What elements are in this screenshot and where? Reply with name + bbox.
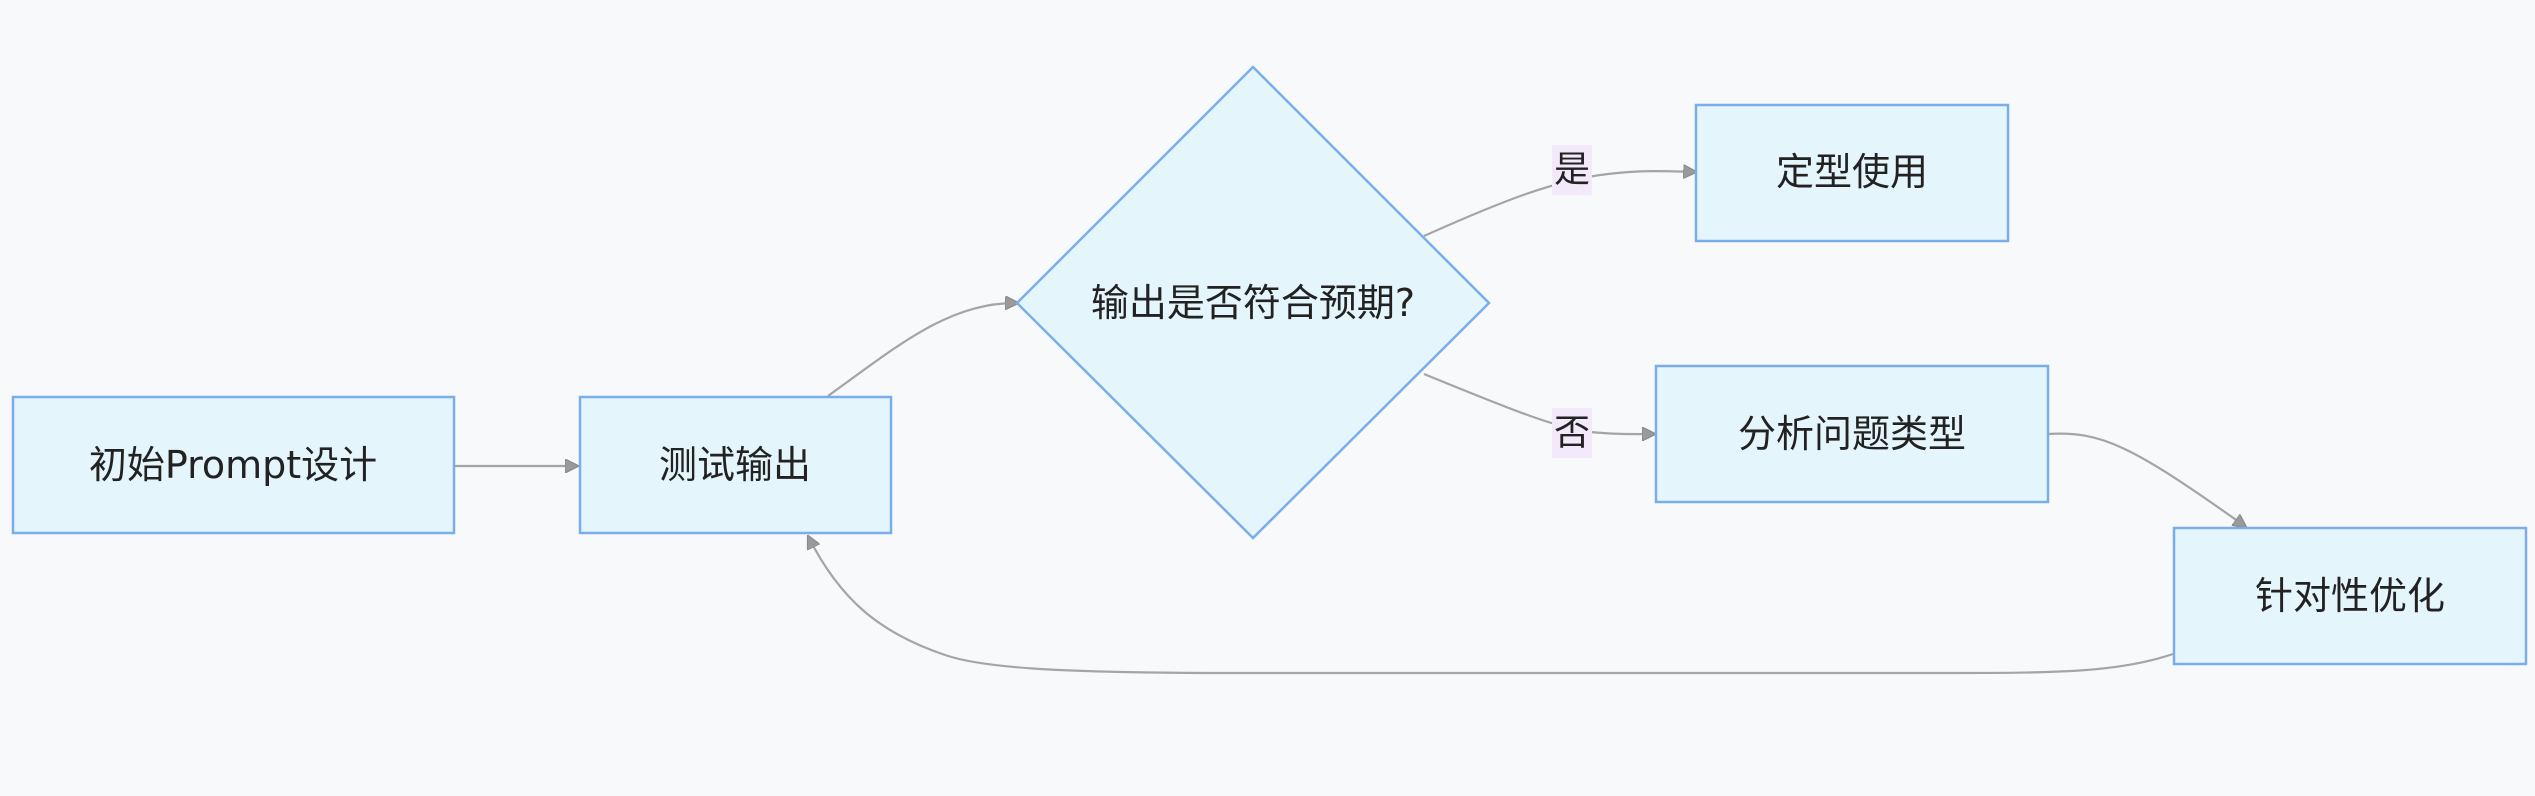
node-start-label: 初始Prompt设计 (89, 443, 377, 487)
node-start: 初始Prompt设计 (11, 395, 456, 535)
node-analyze-label: 分析问题类型 (1738, 412, 1966, 456)
node-decision: 输出是否符合预期? (1015, 65, 1491, 540)
edge-optimize-to-test (808, 536, 2174, 675)
edge-test-to-decision (827, 303, 1018, 397)
node-test: 测试输出 (578, 395, 893, 535)
node-optimize: 针对性优化 (2172, 526, 2528, 666)
node-finalize-label: 定型使用 (1776, 150, 1928, 194)
edge-label-yes-text: 是 (1554, 150, 1590, 191)
edge-label-no: 否 (1552, 408, 1592, 458)
node-decision-label: 输出是否符合预期? (1091, 281, 1415, 325)
node-finalize: 定型使用 (1694, 103, 2010, 243)
edge-decision-to-analyze (1423, 372, 1655, 434)
node-analyze: 分析问题类型 (1654, 364, 2050, 504)
edge-label-yes: 是 (1552, 145, 1592, 195)
node-test-label: 测试输出 (659, 443, 811, 487)
edge-analyze-to-optimize (2047, 432, 2246, 527)
edge-label-no-text: 否 (1554, 413, 1590, 454)
edge-decision-to-finalize (1423, 171, 1696, 238)
edges (455, 171, 2246, 675)
node-optimize-label: 针对性优化 (2255, 574, 2445, 618)
